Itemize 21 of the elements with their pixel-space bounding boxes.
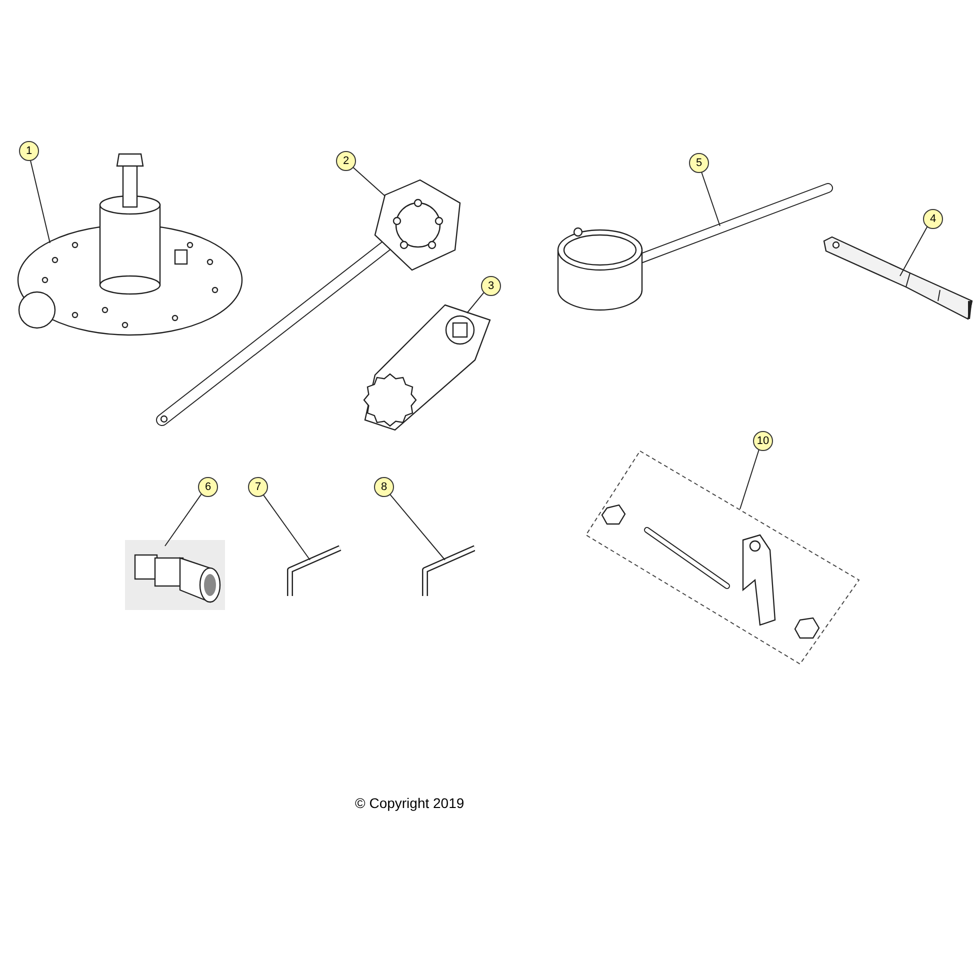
leader-line (700, 171, 720, 226)
copyright-note: © Copyright 2019 (355, 795, 464, 811)
leader-line (900, 226, 928, 276)
socket-tool-drawing (125, 540, 225, 610)
callout-number: 10 (753, 431, 773, 451)
leader-line (740, 449, 760, 510)
leader-line (388, 493, 446, 560)
callout-number: 6 (198, 477, 218, 497)
callout-number: 8 (374, 477, 394, 497)
callout-number: 3 (481, 276, 501, 296)
callout-number: 7 (248, 477, 268, 497)
callout-number: 4 (923, 209, 943, 229)
leader-line (164, 494, 202, 546)
leader-line (262, 494, 310, 560)
callout-number: 2 (336, 151, 356, 171)
leader-line (352, 166, 386, 196)
leader-line (466, 292, 484, 314)
callout-number: 1 (19, 141, 39, 161)
callout-number: 5 (689, 153, 709, 173)
tool-kit-drawing (585, 450, 860, 665)
leader-line (30, 159, 50, 244)
